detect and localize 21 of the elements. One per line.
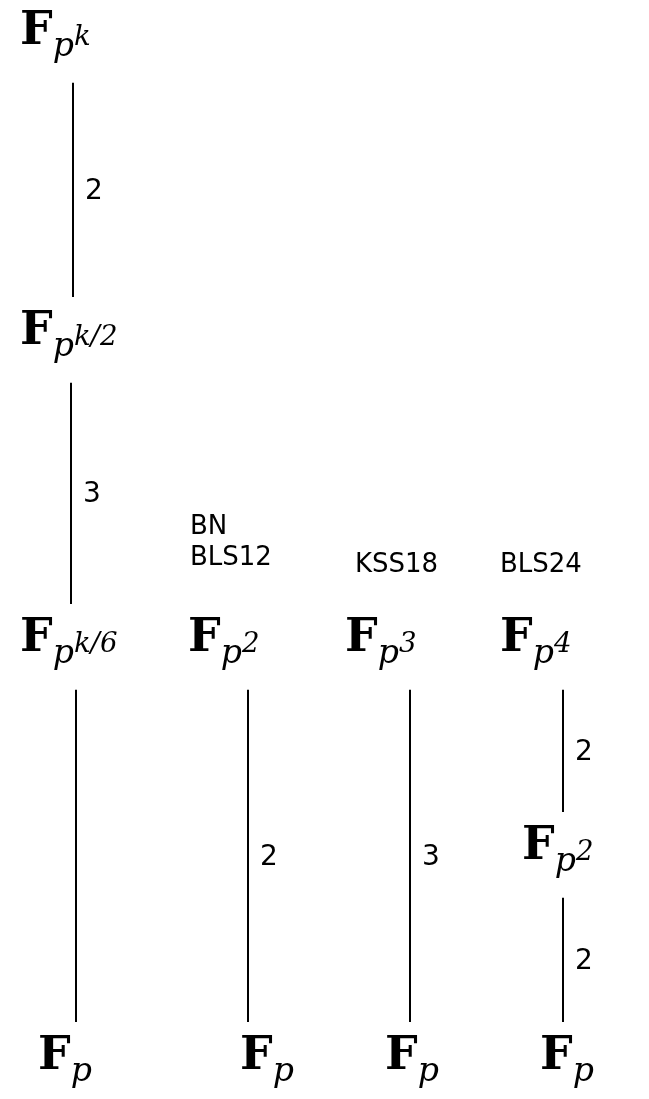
curve-family-label: BLS12 [190, 541, 272, 573]
edge-label: 2 [85, 175, 103, 204]
edge-label: 2 [575, 736, 593, 765]
field-symbol: F$_{p}$ [540, 1030, 594, 1086]
connector-line [562, 688, 564, 813]
curve-family-label: BN [190, 510, 228, 542]
edge-label: 2 [260, 841, 278, 870]
field-symbol: F$_{p}$ [240, 1030, 294, 1086]
curve-family-label: KSS18 [355, 548, 439, 580]
connector-line [75, 688, 77, 1023]
field-symbol: F$_{p}$ [385, 1030, 439, 1086]
connector-line [409, 688, 411, 1023]
connector-line [70, 381, 72, 605]
edge-label: 3 [83, 479, 101, 508]
connector-line [72, 81, 74, 298]
edge-label: 3 [422, 841, 440, 870]
connector-line [247, 688, 249, 1023]
edge-label: 2 [575, 945, 593, 974]
field-symbol: F$_{p}$ [38, 1030, 92, 1086]
curve-family-label: BLS24 [500, 548, 582, 580]
connector-line [562, 896, 564, 1023]
